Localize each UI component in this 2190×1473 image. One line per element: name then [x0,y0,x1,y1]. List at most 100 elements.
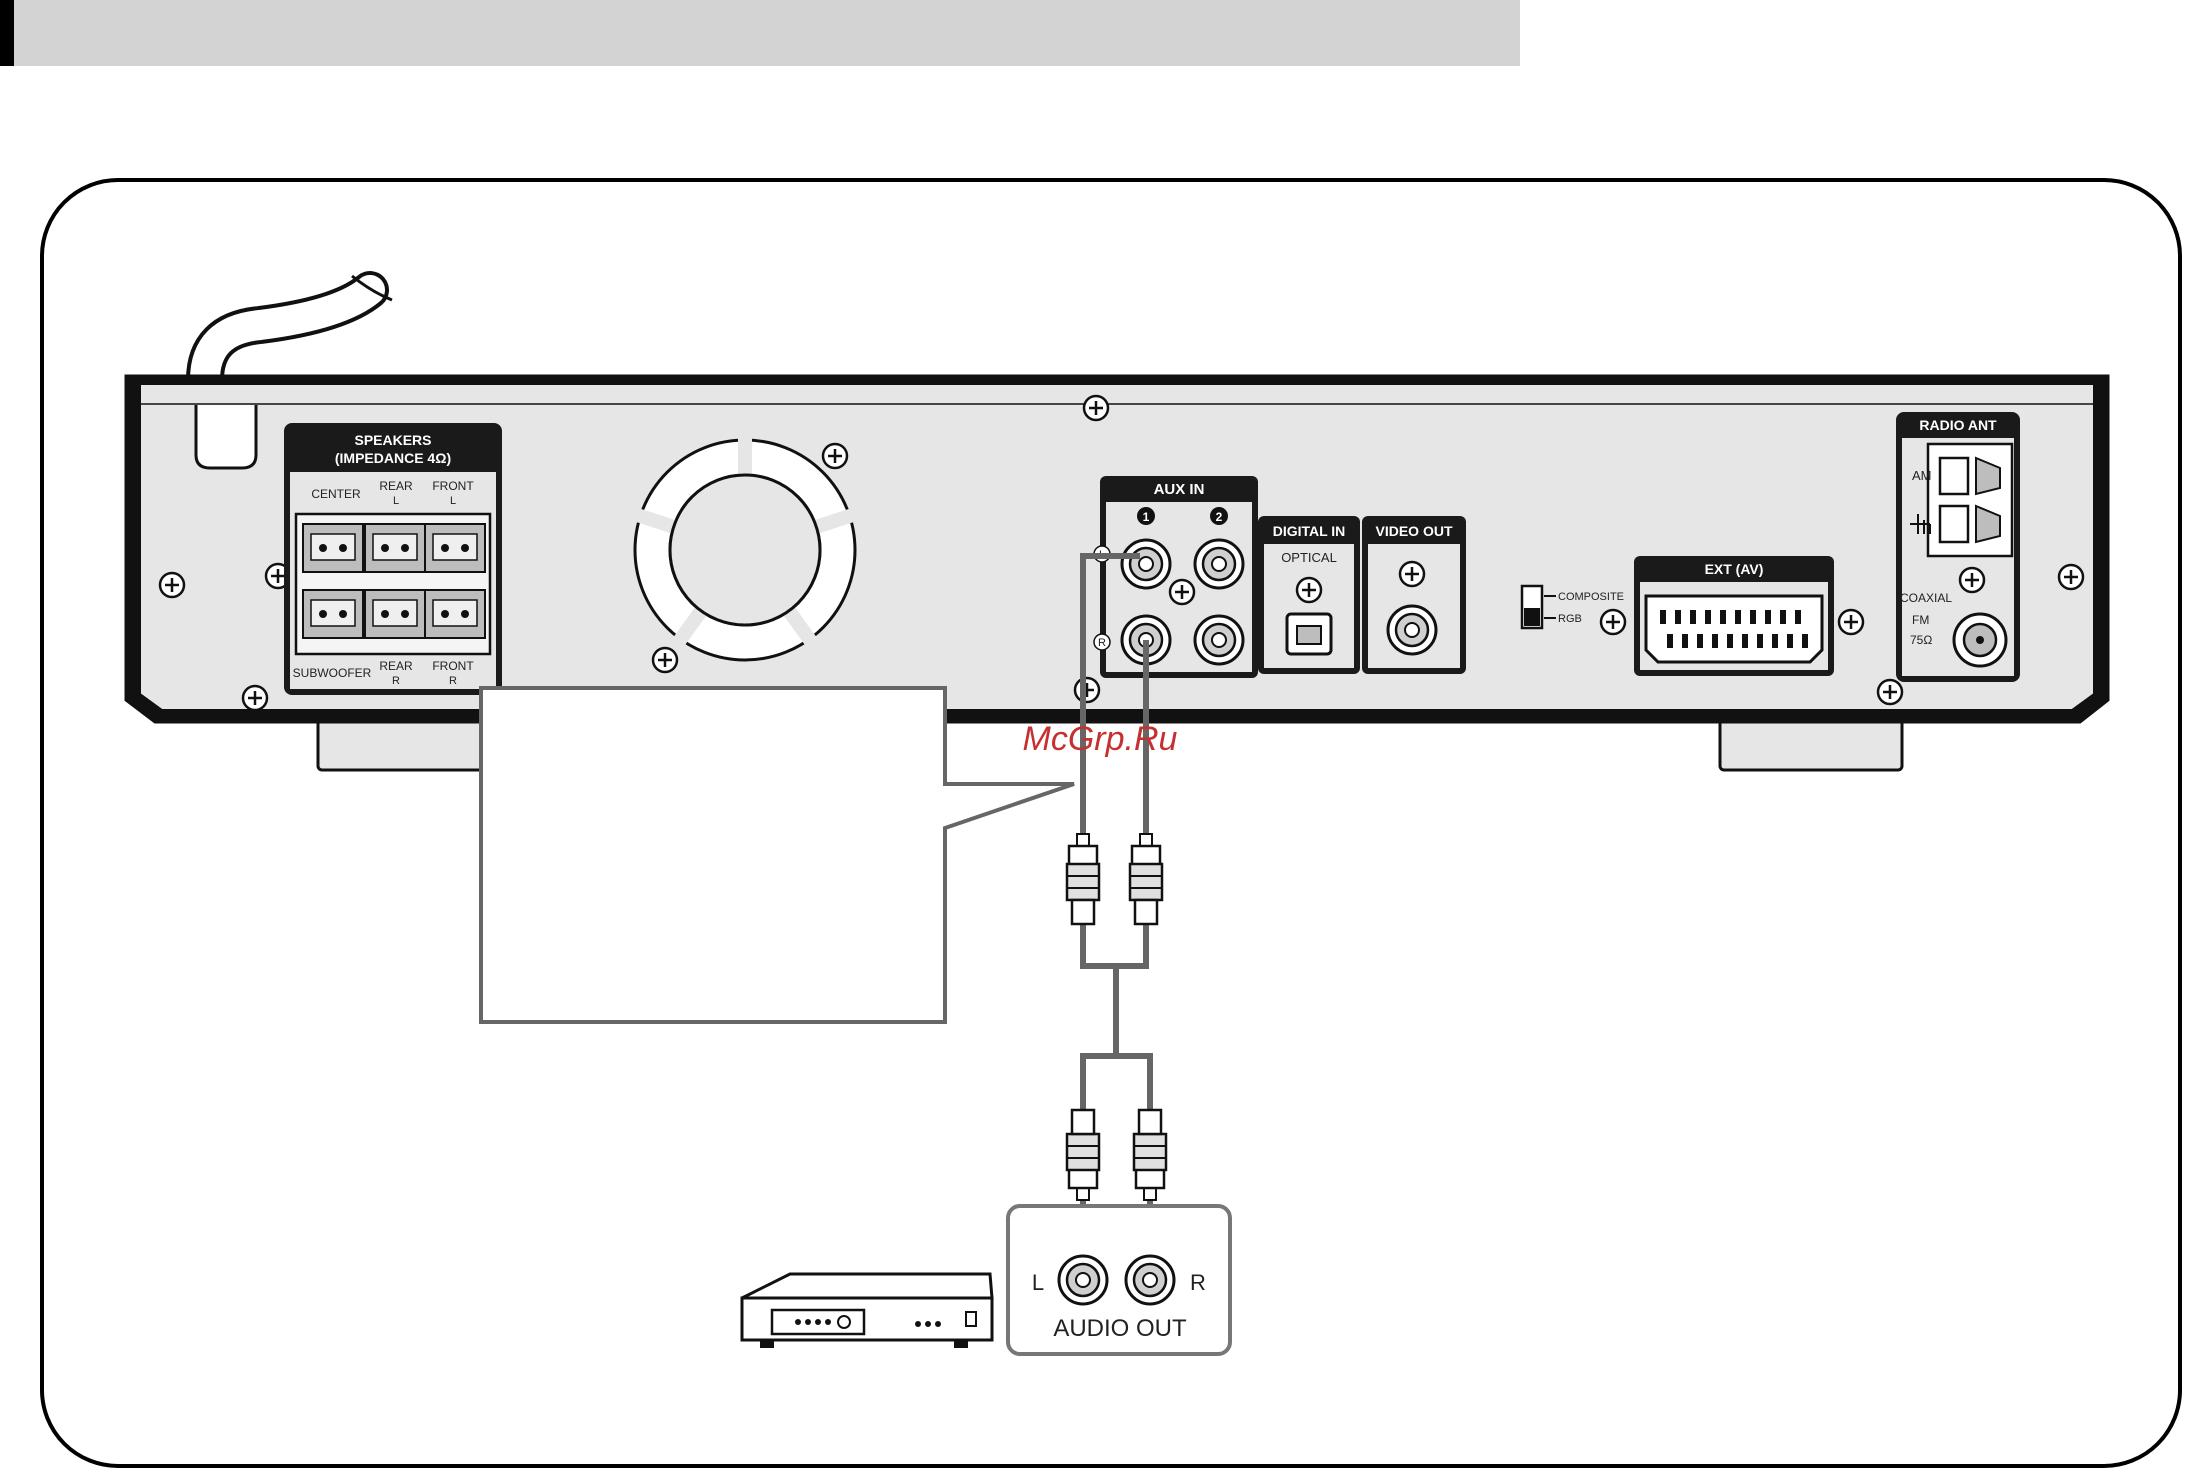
digital-in-block: DIGITAL IN OPTICAL [1258,516,1360,674]
scart-pin [1712,634,1718,648]
switch-rgb-label: RGB [1558,613,1582,625]
speakers-block: SPEAKERS (IMPEDANCE 4Ω) CENTER REAR L FR… [284,423,502,695]
scart-pin [1675,610,1681,624]
label-side: L [393,495,399,507]
cooling-fan [628,430,862,662]
screw [1295,576,1323,604]
screw [1073,676,1101,704]
ext-av-title: EXT (AV) [1705,561,1764,577]
speaker-terminal [424,589,486,639]
ground-terminal[interactable] [1938,504,1970,544]
scart-pin [1727,634,1733,648]
speaker-terminal [424,523,486,573]
scart-pin [1802,634,1808,648]
audio-out-panel: L R AUDIO OUT [1006,1204,1232,1356]
label-subwoofer: SUBWOOFER [293,666,372,680]
video-out-block: VIDEO OUT [1362,516,1466,674]
label-center: CENTER [311,487,361,501]
switch-composite-label: COMPOSITE [1558,591,1624,603]
audio-out-l-label: L [1032,1270,1044,1295]
aux-side-r-label: R [1098,637,1106,649]
audio-out-label: AUDIO OUT [1053,1315,1187,1342]
power-cord [186,271,393,431]
fm-label: FM [1912,613,1929,627]
aux-jack-1-label: 1 [1143,510,1150,524]
optical-label: OPTICAL [1281,550,1337,565]
scart-pin [1765,610,1771,624]
label-front: FRONT [432,659,474,673]
rca-plug-right [1132,1108,1168,1202]
label-front: FRONT [432,479,474,493]
left-foot [316,718,500,772]
digital-in-title: DIGITAL IN [1273,523,1346,539]
scart-pin [1735,610,1741,624]
callout-box [479,686,1075,1024]
scart-pin [1780,610,1786,624]
speaker-terminal [302,589,364,639]
video-out-jack[interactable] [1386,604,1438,656]
screw [1599,608,1627,636]
am-terminal[interactable] [1938,456,1970,496]
section-header-marker [0,0,14,66]
diagram-frame [40,178,2182,1468]
scart-pin [1690,610,1696,624]
coaxial-label: COAXIAL [1900,591,1952,605]
speaker-terminal [302,523,364,573]
audio-out-r-label: R [1190,1270,1206,1295]
scart-pin [1795,610,1801,624]
screw [1876,678,1904,706]
scart-pin [1772,634,1778,648]
audio-out-r-jack[interactable] [1124,1254,1176,1306]
screw [2057,563,2085,591]
aux-in-1-l-jack[interactable] [1120,538,1172,590]
label-rear: REAR [379,659,413,673]
screw [1168,578,1196,606]
screw [1398,560,1426,588]
scart-pin [1787,634,1793,648]
rca-plug-right [1128,832,1164,926]
watermark: McGrp.Ru [1023,720,1178,758]
scart-connector[interactable] [1644,594,1824,664]
screw [158,571,186,599]
radio-ant-block: RADIO ANT AM COAXIAL FM 75Ω [1896,412,2020,682]
scart-pin [1720,610,1726,624]
scart-pin [1757,634,1763,648]
external-device-icon [740,1272,994,1348]
speakers-impedance: (IMPEDANCE 4Ω) [335,450,451,466]
aux-in-title: AUX IN [1154,481,1205,498]
label-side: L [450,495,456,507]
screw [1082,394,1110,422]
screw [1958,566,1986,594]
scart-pin [1742,634,1748,648]
scart-pin [1667,634,1673,648]
scart-pin [1697,634,1703,648]
video-out-title: VIDEO OUT [1375,523,1452,539]
rca-plug-left [1065,1108,1101,1202]
screw [821,442,849,470]
right-foot [1718,718,1904,772]
radio-ant-title: RADIO ANT [1919,417,1997,433]
label-side: R [449,675,457,687]
ext-av-block: EXT (AV) [1634,556,1834,676]
audio-out-l-jack[interactable] [1057,1254,1109,1306]
aux-in-2-r-jack[interactable] [1193,614,1245,666]
aux-in-block: AUX IN 1 2 L R [1093,476,1258,678]
rca-plug-left [1065,832,1101,926]
speaker-terminal [364,589,426,639]
aux-in-2-l-jack[interactable] [1193,538,1245,590]
scart-pin [1660,610,1666,624]
ground-icon [1910,514,1931,534]
fm-impedance-label: 75Ω [1910,633,1932,647]
am-label: AM [1912,468,1932,483]
screw [651,646,679,674]
composite-rgb-switch[interactable]: COMPOSITE RGB [1520,584,1624,630]
scart-pin [1682,634,1688,648]
speakers-title: SPEAKERS [354,432,431,448]
screw [1837,608,1865,636]
aux-jack-2-label: 2 [1216,510,1223,524]
section-header-bar [0,0,1520,66]
scart-pin [1705,610,1711,624]
speaker-terminal [364,523,426,573]
screw [241,684,269,712]
